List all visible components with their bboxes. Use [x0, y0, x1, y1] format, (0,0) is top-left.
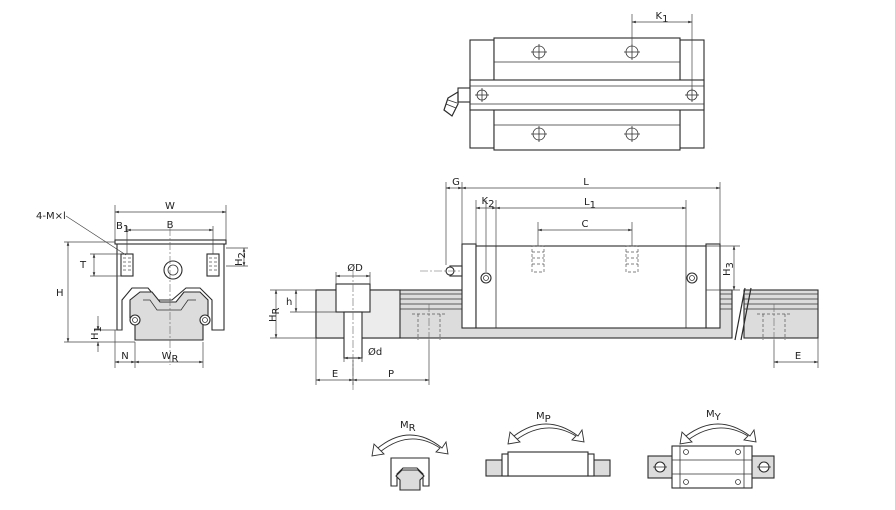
side-rail-right — [743, 289, 819, 339]
h-label: H — [56, 288, 64, 299]
n-label: N — [121, 351, 128, 362]
side-view: G L K2 L1 C H3 ØD Ød — [268, 177, 819, 390]
od-label: ØD — [347, 262, 363, 274]
moment-mp-icon: MP — [485, 411, 611, 477]
top-end-screw — [685, 88, 699, 102]
moment-mr-icon: MR — [371, 420, 449, 491]
top-mounting-hole — [624, 126, 640, 142]
side-end-seal-right — [705, 243, 721, 329]
h1-label: H1 — [90, 326, 104, 340]
top-mounting-hole — [531, 44, 547, 60]
h2-label: H2 — [234, 252, 248, 266]
b-label: B — [167, 220, 174, 231]
side-end-screw — [686, 272, 698, 284]
e-right-label: E — [795, 351, 801, 362]
front-mounting-screw — [206, 253, 220, 277]
grease-nipple-icon — [443, 87, 471, 117]
rail-hole-hidden — [757, 304, 791, 340]
e-left-label: E — [332, 369, 338, 380]
front-carriage — [116, 241, 225, 331]
p-label: P — [388, 369, 394, 380]
top-end-screw — [475, 88, 489, 102]
c-label: C — [582, 219, 589, 230]
side-end-seal-left — [461, 243, 477, 329]
t-label: T — [79, 260, 87, 271]
rail-hole-hidden — [412, 304, 446, 340]
top-mounting-hole — [624, 44, 640, 60]
mounting-thread-label: 4-M×l — [36, 211, 66, 222]
k2-label: K2 — [482, 196, 495, 210]
mr-label: MR — [400, 420, 416, 434]
b1-label: B1 — [116, 221, 129, 235]
front-mounting-screw — [120, 253, 134, 277]
w-label: W — [165, 201, 175, 212]
moment-my-icon: MY — [647, 409, 775, 489]
l-label: L — [583, 177, 589, 188]
front-bolt — [199, 314, 211, 326]
od-small-label: Ød — [368, 346, 382, 358]
wr-label: WR — [162, 351, 179, 365]
side-carriage-body — [475, 245, 707, 329]
front-view: W B B1 4-M×l T H H2 H1 — [36, 201, 248, 368]
g-label: G — [452, 177, 460, 188]
k1-label: K1 — [656, 11, 669, 25]
front-top-plate — [114, 239, 227, 245]
mp-label: MP — [536, 411, 551, 425]
h3-label: H3 — [722, 262, 736, 276]
top-mounting-hole — [531, 126, 547, 142]
l1-label: L1 — [584, 197, 596, 211]
my-label: MY — [706, 409, 722, 423]
top-rail-band — [469, 79, 705, 111]
top-view: K1 — [443, 11, 705, 151]
hr-label: HR — [268, 307, 282, 322]
h-small-label: h — [286, 297, 292, 308]
side-end-screw — [480, 272, 492, 284]
front-grease-port — [163, 260, 183, 280]
front-bolt — [129, 314, 141, 326]
